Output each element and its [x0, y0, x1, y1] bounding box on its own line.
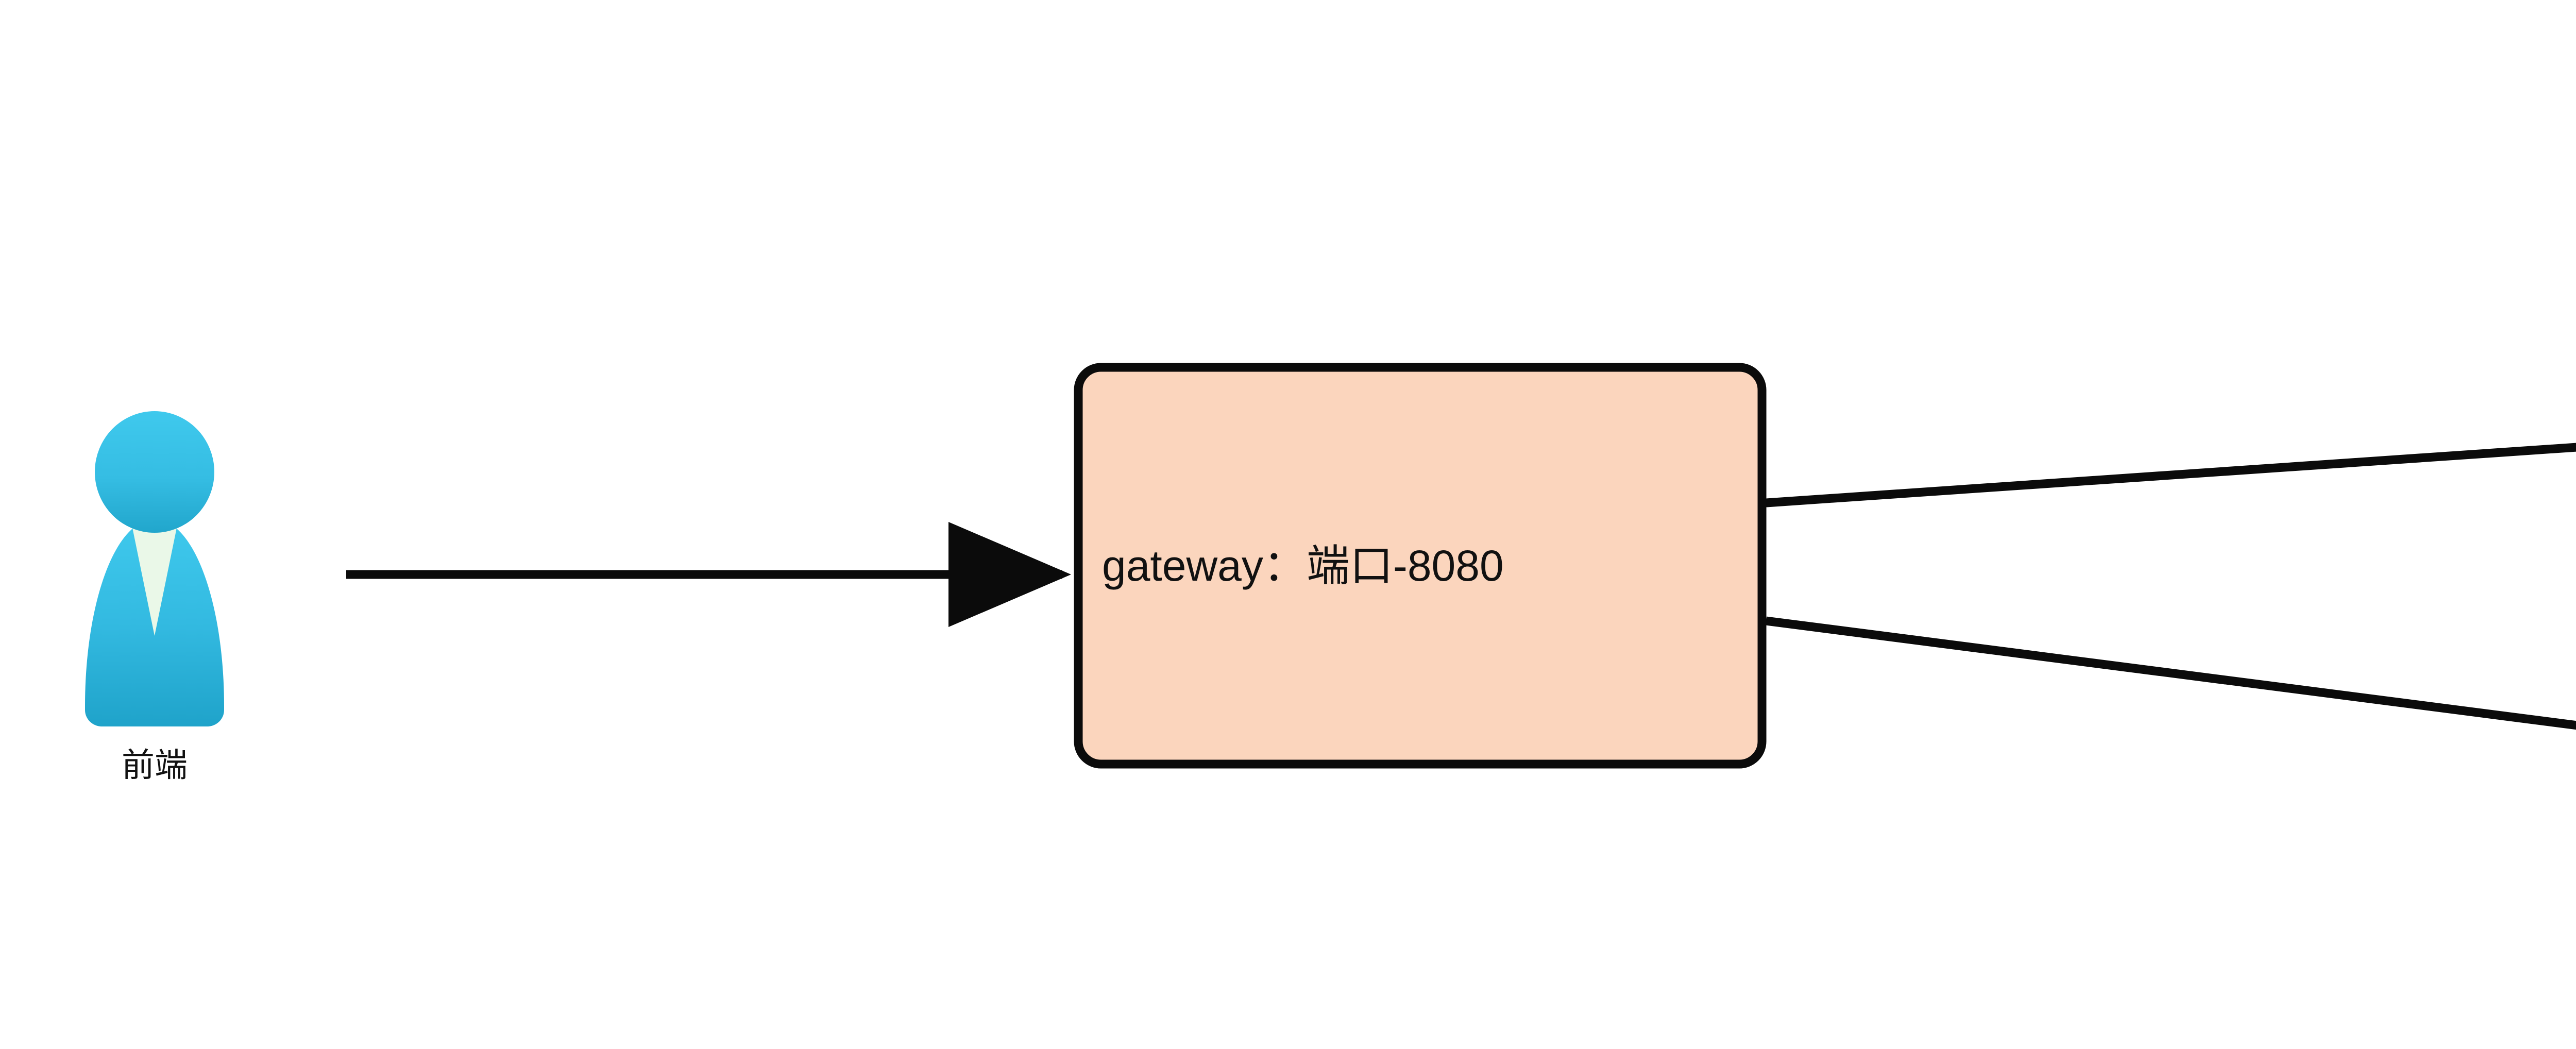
- user-collar-shape: [130, 515, 179, 636]
- connector-gateway-to-service-2: [1765, 616, 2576, 730]
- user-person-icon[interactable]: [85, 411, 224, 726]
- user-head-shape: [95, 411, 214, 533]
- gateway-box[interactable]: [1074, 363, 1767, 769]
- connector-gateway-to-service-1: [1766, 443, 2576, 507]
- gateway-label: gateway：端口-8080: [1102, 542, 1504, 590]
- frontend-caption: 前端: [122, 747, 188, 784]
